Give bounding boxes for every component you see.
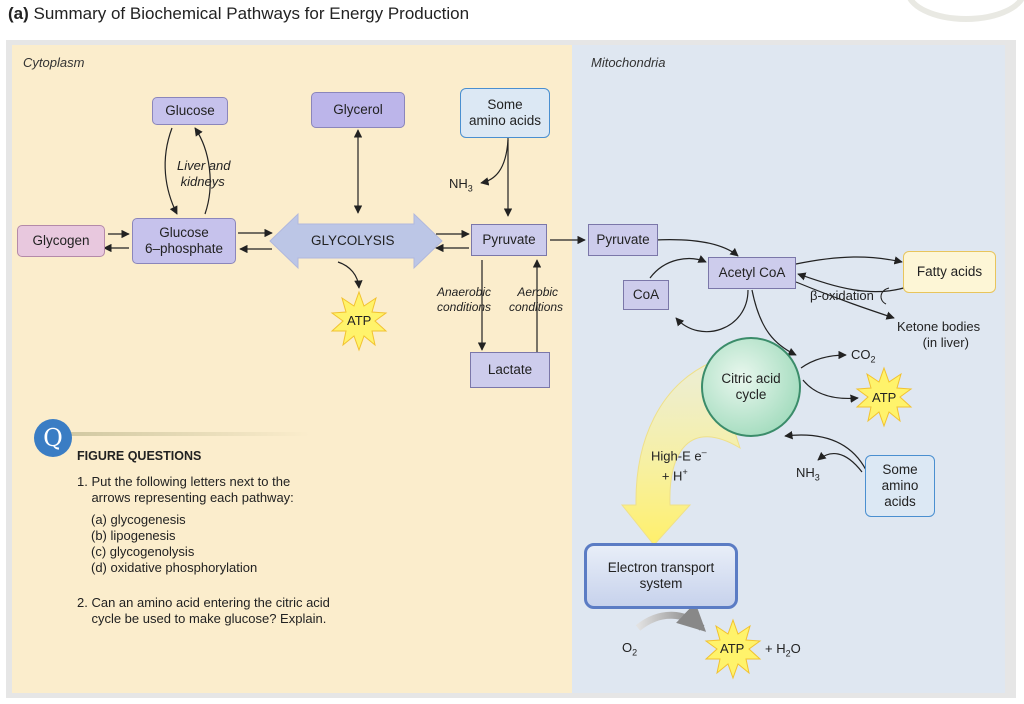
aerobic-line2: conditions <box>509 300 564 314</box>
citric-line1: Citric acid <box>721 371 781 386</box>
question-1-options: (a) glycogenesis (b) lipogenesis (c) gly… <box>91 512 257 576</box>
amino-acids-right-line2: amino <box>881 478 919 493</box>
anaerobic-line1: Anaerobic <box>437 285 492 299</box>
glucose-node: Glucose <box>152 97 228 125</box>
mitochondria-label: Mitochondria <box>591 55 666 70</box>
g6p-to-glucose-arrow <box>194 127 211 215</box>
etc-line1: Electron transport <box>607 560 715 575</box>
fattyacids-to-acetylcoa-arrow <box>797 272 911 293</box>
figure-title: (a) Summary of Biochemical Pathways for … <box>8 4 470 23</box>
o2-to-atp-arrow <box>635 602 707 632</box>
amino-acids-top-line2: amino acids <box>468 113 542 128</box>
question-divider <box>60 432 310 436</box>
amino-to-nh3-arrow <box>480 139 509 186</box>
amino-acids-right-line3: acids <box>884 494 916 509</box>
fatty-acids-node: Fatty acids <box>903 251 996 293</box>
g6p-line2: 6–phosphate <box>144 241 224 256</box>
anaerobic-line2: conditions <box>437 300 492 314</box>
aerobic-line1: Aerobic <box>517 285 559 299</box>
question-1: 1. Put the following letters next to the… <box>77 474 294 506</box>
glycolysis-to-atp-arrow <box>337 261 363 289</box>
amino-to-nh3-right-arrow <box>817 451 863 473</box>
atp-burst-ets <box>704 618 762 680</box>
question-2: 2. Can an amino acid entering the citric… <box>77 595 330 627</box>
q2-line1: 2. Can an amino acid entering the citric… <box>77 595 330 610</box>
ketone-line2: (in liver) <box>922 335 969 350</box>
cytoplasm-label: Cytoplasm <box>23 55 85 70</box>
citric-to-atp-arrow <box>802 379 859 403</box>
coa-to-acetylcoa-arrow <box>649 255 707 279</box>
figure-questions-heading: FIGURE QUESTIONS <box>77 449 202 463</box>
glycerol-node: Glycerol <box>311 92 405 128</box>
atp-label-glycolysis: ATP <box>347 313 372 328</box>
ketone-line1: Ketone bodies <box>897 319 981 334</box>
pyruvate-mitochondria-node: Pyruvate <box>588 224 658 256</box>
atp-label-ets: ATP <box>720 641 745 656</box>
acetylcoa-to-fattyacids-arrow <box>795 256 903 265</box>
atp-burst-citric <box>855 366 913 428</box>
amino-acids-right-line1: Some <box>882 462 918 477</box>
option-b: (b) lipogenesis <box>91 528 176 543</box>
q1-line1: 1. Put the following letters next to the <box>77 474 291 489</box>
amino-acids-top-node: Some amino acids <box>460 88 550 138</box>
q2-line2: cycle be used to make glucose? Explain. <box>91 611 327 626</box>
liver-kidneys-label: Liver and kidneys <box>177 158 230 190</box>
etc-line2: system <box>639 576 683 591</box>
citric-to-co2-arrow <box>800 350 847 369</box>
amino-acids-right-node: Some amino acids <box>865 455 935 517</box>
o2-label: O2 <box>622 640 638 658</box>
acetyl-coa-node: Acetyl CoA <box>708 257 796 289</box>
option-a: (a) glycogenesis <box>91 512 186 527</box>
acetylcoa-to-citric-arrow <box>751 289 797 356</box>
lactate-node: Lactate <box>470 352 550 388</box>
glucose-6-phosphate-node: Glucose 6–phosphate <box>132 218 236 264</box>
h2o-label: + H2O <box>765 641 801 659</box>
acetylcoa-to-ketone-arrow <box>795 281 895 320</box>
coa-loop-arrow <box>675 289 749 333</box>
glucose-to-g6p-arrow <box>164 127 178 215</box>
q1-line2: arrows representing each pathway: <box>91 490 294 505</box>
beta-oxidation-label: β-oxidation <box>810 288 874 303</box>
option-d: (d) oxidative phosphorylation <box>91 560 258 575</box>
coa-node: CoA <box>623 280 669 310</box>
atp-label-citric: ATP <box>872 390 897 405</box>
citric-line2: cycle <box>735 387 767 402</box>
amino-to-citric-arrow <box>784 430 867 471</box>
liver-line1: Liver and <box>177 158 231 173</box>
liver-line2: kidneys <box>180 174 225 189</box>
co2-label: CO2 <box>851 347 876 365</box>
ketone-bodies-label: Ketone bodies (in liver) <box>897 319 980 351</box>
beta-ox-bracket <box>880 287 890 305</box>
question-icon: Q <box>34 419 72 457</box>
option-c: (c) glycogenolysis <box>91 544 195 559</box>
pyruvate-to-acetylcoa-arrow <box>654 239 739 257</box>
g6p-line1: Glucose <box>159 225 209 240</box>
glycogen-node: Glycogen <box>17 225 105 257</box>
glycolysis-arrow <box>269 212 443 270</box>
nh3-label-top: NH3 <box>449 176 473 194</box>
high-energy-label: High-E e– + H+ <box>651 447 707 484</box>
glycolysis-label: GLYCOLYSIS <box>311 233 395 248</box>
amino-acids-top-line1: Some <box>487 97 523 112</box>
atp-burst-glycolysis <box>330 290 388 352</box>
pyruvate-cytoplasm-node: Pyruvate <box>471 224 547 256</box>
nh3-label-right: NH3 <box>796 465 820 483</box>
